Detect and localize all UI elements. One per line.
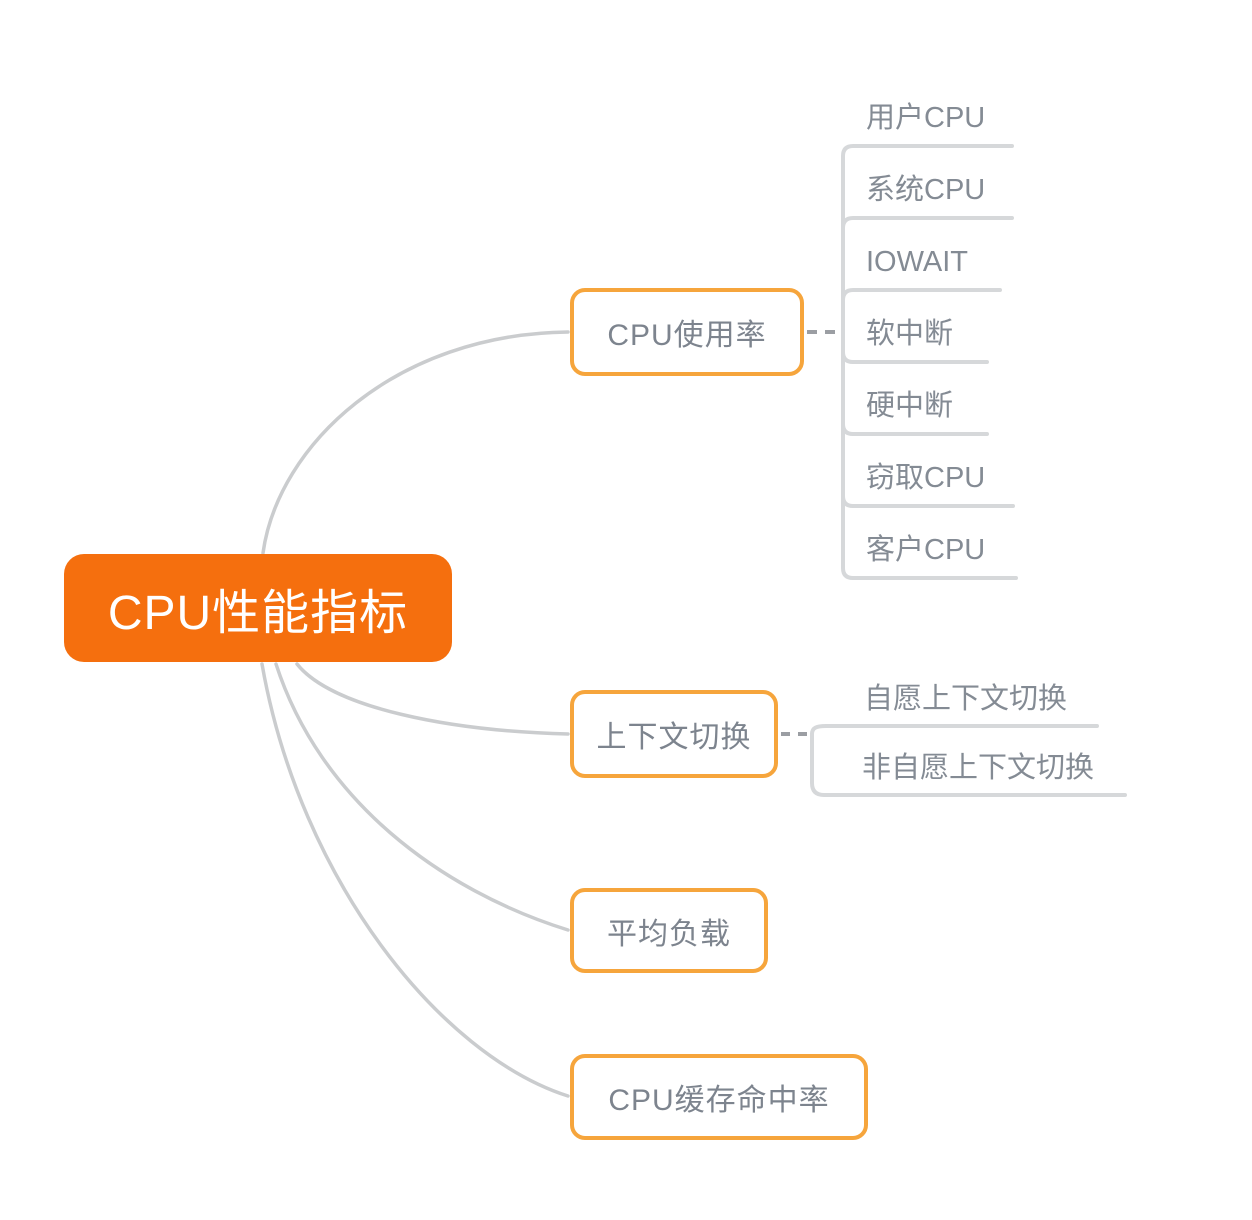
subtopic-guest-cpu[interactable]: 客户CPU	[866, 534, 986, 566]
subtopic-iowait[interactable]: IOWAIT	[866, 246, 969, 278]
branch-context-switch[interactable]: 上下文切换	[570, 690, 778, 778]
subtopic-hard-irq[interactable]: 硬中断	[866, 390, 954, 422]
line-involuntary-cs	[810, 732, 1127, 797]
subtopic-voluntary-context-switch[interactable]: 自愿上下文切换	[864, 683, 1068, 715]
branch-cpu-usage[interactable]: CPU使用率	[570, 288, 804, 376]
root-topic[interactable]: CPU性能指标	[64, 554, 452, 662]
line-system-cpu	[841, 216, 1014, 334]
subtopic-system-cpu[interactable]: 系统CPU	[866, 174, 986, 206]
line-iowait	[841, 288, 1002, 334]
line-voluntary-cs	[810, 724, 1099, 736]
curve-root-to-cpu-usage	[261, 330, 570, 555]
line-guest-cpu	[841, 330, 1018, 580]
branch-cpu-cache-hit-rate[interactable]: CPU缓存命中率	[570, 1054, 868, 1140]
subtopic-soft-irq[interactable]: 软中断	[866, 318, 954, 350]
line-user-cpu	[841, 144, 1014, 334]
subtopic-involuntary-context-switch[interactable]: 非自愿上下文切换	[862, 752, 1095, 784]
subtopic-steal-cpu[interactable]: 窃取CPU	[866, 462, 986, 494]
curve-root-to-context-switch	[295, 662, 570, 736]
branch-load-average[interactable]: 平均负载	[570, 888, 768, 973]
curve-root-to-load-average	[274, 662, 570, 932]
subtopic-user-cpu[interactable]: 用户CPU	[866, 102, 986, 134]
curve-root-to-cache-hit	[260, 662, 570, 1098]
